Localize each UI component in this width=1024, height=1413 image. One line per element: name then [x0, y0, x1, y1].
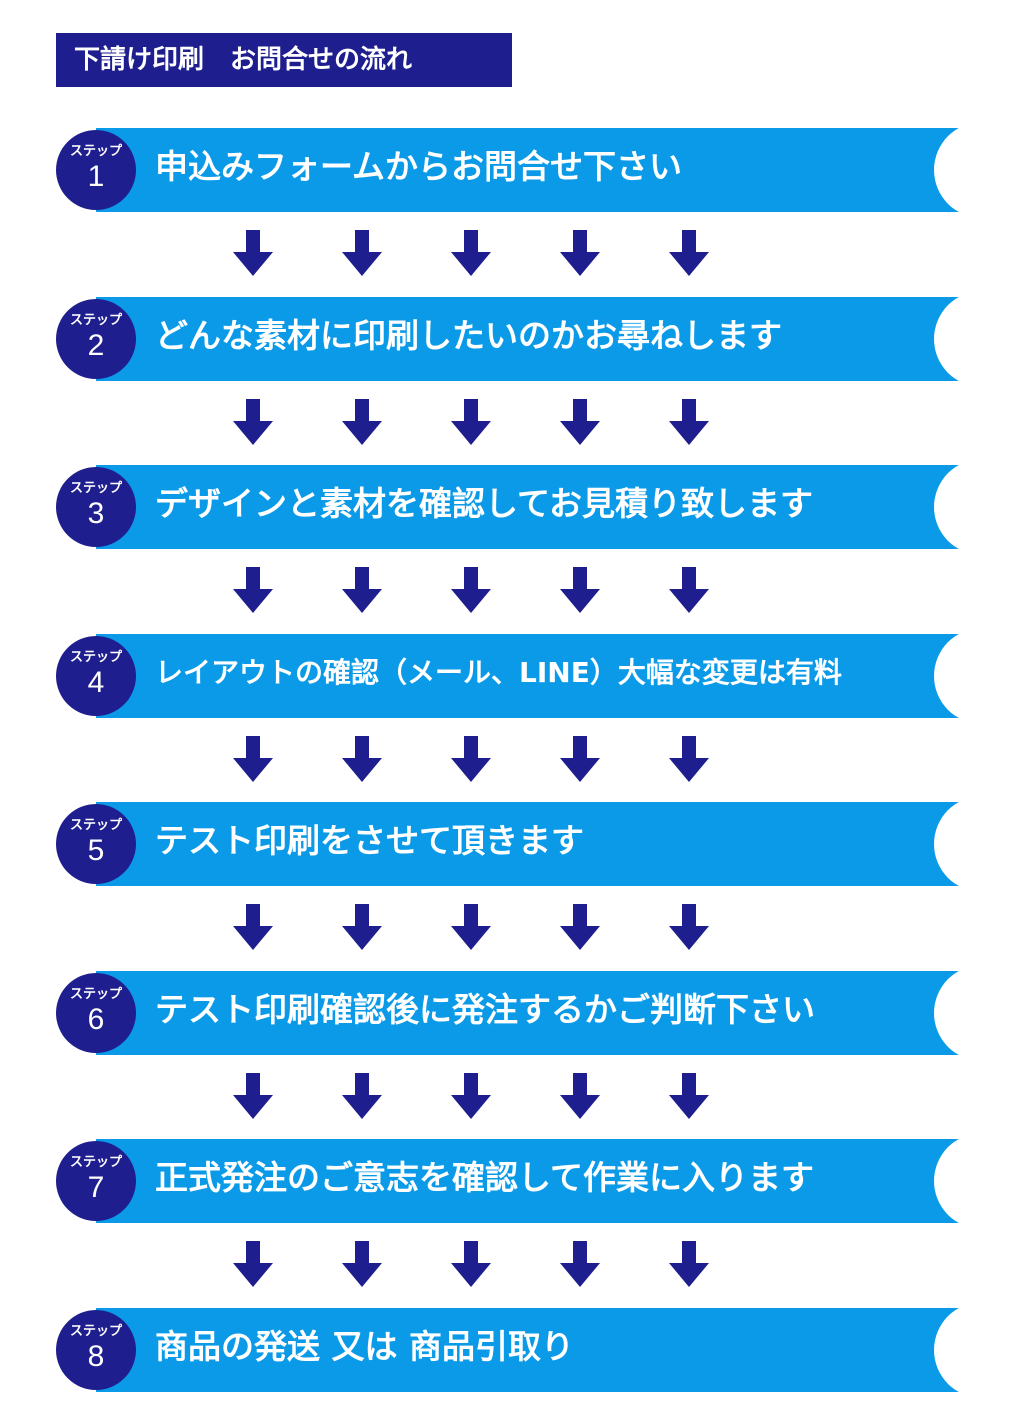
- down-arrow-icon: [233, 736, 273, 782]
- down-arrow-icon: [560, 567, 600, 613]
- arrow-row-6: [0, 1073, 1024, 1119]
- arrow-row-4: [0, 736, 1024, 782]
- step-number: 3: [87, 497, 105, 530]
- down-arrow-icon: [669, 399, 709, 445]
- step-2: ステップ 2 どんな素材に印刷したいのかお尋ねします: [0, 291, 1024, 387]
- down-arrow-icon: [451, 736, 491, 782]
- down-arrow-icon: [451, 567, 491, 613]
- step-badge-label: ステップ: [69, 987, 122, 1002]
- down-arrow-icon: [342, 736, 382, 782]
- step-number: 7: [87, 1171, 105, 1204]
- down-arrow-icon: [560, 230, 600, 276]
- step-badge-label: ステップ: [69, 481, 122, 496]
- banner-notch: [934, 965, 1024, 1061]
- banner-notch: [934, 796, 1024, 892]
- arrow-row-7: [0, 1241, 1024, 1287]
- down-arrow-icon: [451, 1241, 491, 1287]
- down-arrow-icon: [560, 736, 600, 782]
- down-arrow-icon: [560, 904, 600, 950]
- down-arrow-icon: [233, 904, 273, 950]
- banner-notch: [934, 122, 1024, 218]
- step-badge: ステップ 2: [56, 299, 136, 379]
- arrow-row-3: [0, 567, 1024, 613]
- step-text: テスト印刷をさせて頂きます: [155, 821, 584, 860]
- step-badge: ステップ 5: [56, 804, 136, 884]
- step-banner: [96, 971, 968, 1055]
- arrow-row-5: [0, 904, 1024, 950]
- step-badge-label: ステップ: [69, 650, 122, 665]
- down-arrow-icon: [342, 567, 382, 613]
- down-arrow-icon: [342, 1241, 382, 1287]
- step-banner: [96, 297, 968, 381]
- down-arrow-icon: [669, 1241, 709, 1287]
- step-banner: [96, 1308, 968, 1392]
- step-text: 申込みフォームからお問合せ下さい: [155, 147, 683, 186]
- banner-notch: [934, 1302, 1024, 1398]
- step-number: 6: [87, 1003, 105, 1036]
- banner-notch: [934, 459, 1024, 555]
- step-8: ステップ 8 商品の発送 又は 商品引取り: [0, 1302, 1024, 1398]
- step-badge: ステップ 8: [56, 1310, 136, 1390]
- step-number: 4: [87, 666, 105, 699]
- step-badge: ステップ 4: [56, 636, 136, 716]
- down-arrow-icon: [669, 736, 709, 782]
- step-text: レイアウトの確認（メール、LINE）大幅な変更は有料: [155, 656, 842, 689]
- down-arrow-icon: [233, 1241, 273, 1287]
- down-arrow-icon: [560, 1073, 600, 1119]
- step-badge-label: ステップ: [69, 1324, 122, 1339]
- down-arrow-icon: [669, 230, 709, 276]
- down-arrow-icon: [669, 567, 709, 613]
- step-7: ステップ 7 正式発注のご意志を確認して作業に入ります: [0, 1133, 1024, 1229]
- step-text: どんな素材に印刷したいのかお尋ねします: [155, 316, 782, 355]
- step-badge: ステップ 6: [56, 973, 136, 1053]
- step-text: デザインと素材を確認してお見積り致します: [155, 484, 814, 523]
- step-banner: [96, 1139, 968, 1223]
- step-badge-label: ステップ: [69, 144, 122, 159]
- step-number: 8: [87, 1340, 105, 1373]
- step-badge: ステップ 7: [56, 1141, 136, 1221]
- step-number: 5: [87, 834, 105, 867]
- step-badge-label: ステップ: [69, 313, 122, 328]
- step-5: ステップ 5 テスト印刷をさせて頂きます: [0, 796, 1024, 892]
- down-arrow-icon: [233, 399, 273, 445]
- step-text: 商品の発送 又は 商品引取り: [155, 1327, 574, 1366]
- down-arrow-icon: [233, 567, 273, 613]
- down-arrow-icon: [451, 1073, 491, 1119]
- down-arrow-icon: [669, 1073, 709, 1119]
- step-banner: [96, 128, 968, 212]
- step-4: ステップ 4 レイアウトの確認（メール、LINE）大幅な変更は有料: [0, 628, 1024, 724]
- down-arrow-icon: [451, 230, 491, 276]
- step-3: ステップ 3 デザインと素材を確認してお見積り致します: [0, 459, 1024, 555]
- banner-notch: [934, 291, 1024, 387]
- step-number: 2: [87, 329, 105, 362]
- down-arrow-icon: [560, 1241, 600, 1287]
- step-badge-label: ステップ: [69, 818, 122, 833]
- step-banner: [96, 634, 968, 718]
- down-arrow-icon: [342, 399, 382, 445]
- down-arrow-icon: [233, 230, 273, 276]
- banner-notch: [934, 1133, 1024, 1229]
- down-arrow-icon: [233, 1073, 273, 1119]
- step-banner: [96, 802, 968, 886]
- step-badge-label: ステップ: [69, 1155, 122, 1170]
- page-title: 下請け印刷 お問合せの流れ: [56, 33, 512, 87]
- step-banner: [96, 465, 968, 549]
- banner-notch: [934, 628, 1024, 724]
- step-text: 正式発注のご意志を確認して作業に入ります: [155, 1158, 815, 1197]
- step-badge: ステップ 1: [56, 130, 136, 210]
- down-arrow-icon: [669, 904, 709, 950]
- arrow-row-1: [0, 230, 1024, 276]
- step-text: テスト印刷確認後に発注するかご判断下さい: [155, 990, 815, 1029]
- down-arrow-icon: [560, 399, 600, 445]
- down-arrow-icon: [342, 1073, 382, 1119]
- step-6: ステップ 6 テスト印刷確認後に発注するかご判断下さい: [0, 965, 1024, 1061]
- down-arrow-icon: [451, 399, 491, 445]
- down-arrow-icon: [451, 904, 491, 950]
- down-arrow-icon: [342, 230, 382, 276]
- step-badge: ステップ 3: [56, 467, 136, 547]
- step-1: ステップ 1 申込みフォームからお問合せ下さい: [0, 122, 1024, 218]
- arrow-row-2: [0, 399, 1024, 445]
- step-number: 1: [87, 160, 105, 193]
- down-arrow-icon: [342, 904, 382, 950]
